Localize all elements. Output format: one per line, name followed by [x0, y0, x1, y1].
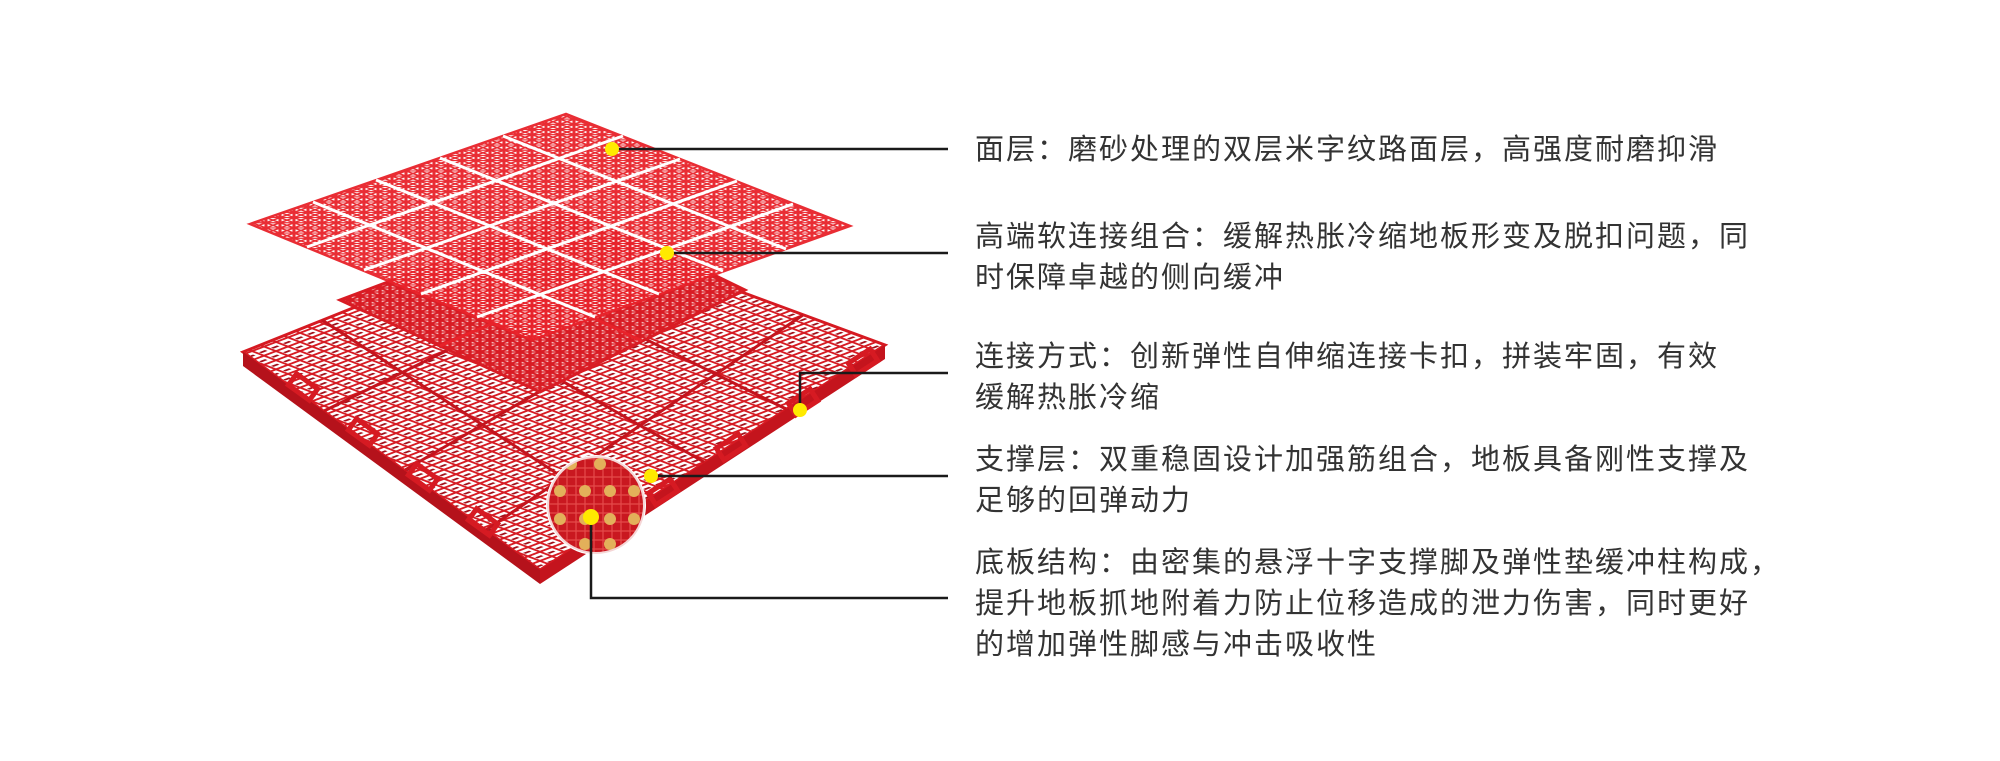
callout-dot-soft-connection [660, 246, 674, 260]
label-support: 支撑层：双重稳固设计加强筋组合，地板具备刚性支撑及 足够的回弹动力 [975, 439, 1750, 521]
callout-dot-surface [605, 142, 619, 156]
callout-dot-connection-method [793, 403, 807, 417]
callout-dots [583, 142, 807, 525]
label-line: 面层：磨砂处理的双层米字纹路面层，高强度耐磨抑滑 [975, 132, 1720, 166]
label-line: 高端软连接组合：缓解热胀冷缩地板形变及脱扣问题，同 [975, 219, 1751, 253]
label-line: 缓解热胀冷缩 [975, 380, 1162, 414]
callout-line-base [589, 517, 948, 600]
callout-dot-base [583, 509, 599, 525]
label-base: 底板结构：由密集的悬浮十字支撑脚及弹性垫缓冲柱构成， 提升地板抓地附着力防止位移… [975, 542, 1781, 665]
label-line: 支撑层：双重稳固设计加强筋组合，地板具备刚性支撑及 [975, 442, 1751, 476]
label-connection-method: 连接方式：创新弹性自伸缩连接卡扣，拼装牢固，有效 缓解热胀冷缩 [975, 336, 1719, 418]
callout-lines [589, 147, 948, 600]
label-soft-connection: 高端软连接组合：缓解热胀冷缩地板形变及脱扣问题，同 时保障卓越的侧向缓冲 [975, 216, 1750, 298]
base-detail-magnifier [546, 455, 646, 555]
callout-dot-support [644, 469, 658, 483]
label-line: 底板结构：由密集的悬浮十字支撑脚及弹性垫缓冲柱构成， [975, 545, 1782, 579]
label-line: 连接方式：创新弹性自伸缩连接卡扣，拼装牢固，有效 [975, 339, 1720, 373]
label-line: 足够的回弹动力 [975, 483, 1193, 517]
callout-line-connection-method [798, 371, 948, 410]
label-line: 的增加弹性脚感与冲击吸收性 [975, 627, 1379, 661]
label-line: 提升地板抓地附着力防止位移造成的泄力伤害，同时更好 [975, 586, 1751, 620]
label-line: 时保障卓越的侧向缓冲 [975, 260, 1286, 294]
label-surface: 面层：磨砂处理的双层米字纹路面层，高强度耐磨抑滑 [975, 129, 1719, 170]
